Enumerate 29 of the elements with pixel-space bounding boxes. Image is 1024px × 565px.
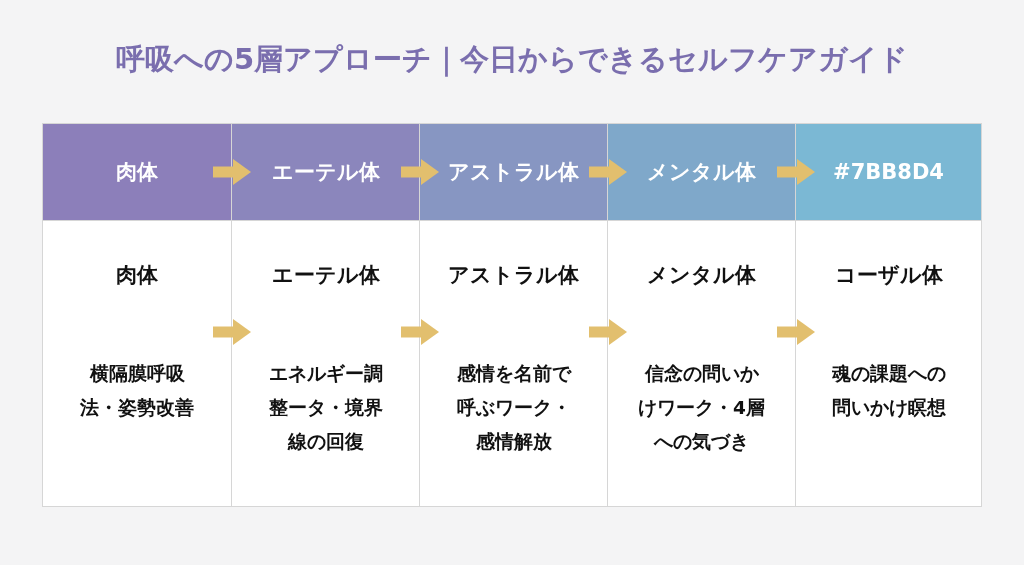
cell-text: 横隔膜呼吸法・姿勢改善 xyxy=(79,362,195,420)
cell-text: エネルギー調整ータ・境界線の回復 xyxy=(267,362,384,454)
header-cell: #7BB8D4 xyxy=(795,123,982,221)
table-cell xyxy=(607,220,796,507)
table-cell xyxy=(231,220,420,507)
header-cell: エーテル体 xyxy=(231,123,420,221)
cell-text: 魂の課題への問いかけ瞑想 xyxy=(830,362,947,420)
table-cell xyxy=(795,220,982,507)
cell-heading: エーテル体 xyxy=(270,262,381,289)
arrow xyxy=(589,159,627,185)
cell-text: 信念の問いかけワーク・4層への気づき xyxy=(637,362,766,454)
table-cell xyxy=(419,220,608,507)
arrow xyxy=(777,319,815,345)
cell-text: 感情を名前で呼ぶワーク・感情解放 xyxy=(455,362,573,454)
cell-heading: アストラル体 xyxy=(447,262,580,289)
title: 呼吸への5層アプローチ｜今日からできるセルフケアガイド xyxy=(114,41,910,79)
cell-heading: コーザル体 xyxy=(833,262,944,289)
header-cell: メンタル体 xyxy=(607,123,796,221)
arrow xyxy=(401,159,439,185)
header-cell: アストラル体 xyxy=(419,123,608,221)
table-cell xyxy=(42,220,232,507)
cell-heading: メンタル体 xyxy=(646,262,757,289)
arrow xyxy=(213,319,251,345)
cell-heading: 肉体 xyxy=(115,262,159,289)
arrow xyxy=(777,159,815,185)
arrow xyxy=(589,319,627,345)
header-cell: 肉体 xyxy=(42,123,232,221)
arrow xyxy=(401,319,439,345)
arrow xyxy=(213,159,251,185)
